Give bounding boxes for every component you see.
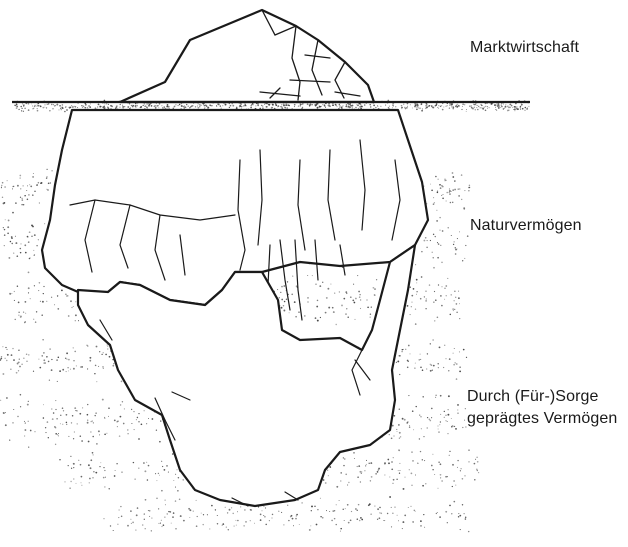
iceberg-bottom	[78, 245, 415, 506]
label-sorge-line-1: Durch (Für-)Sorge	[467, 386, 617, 408]
label-naturvermoegen: Naturvermögen	[470, 215, 582, 237]
iceberg-tip	[120, 10, 374, 102]
label-marktwirtschaft: Marktwirtschaft	[470, 37, 579, 59]
label-sorge-line-2: geprägtes Vermögen	[467, 408, 617, 430]
label-sorge-vermoegen: Durch (Für-)Sorge geprägtes Vermögen	[467, 386, 617, 430]
